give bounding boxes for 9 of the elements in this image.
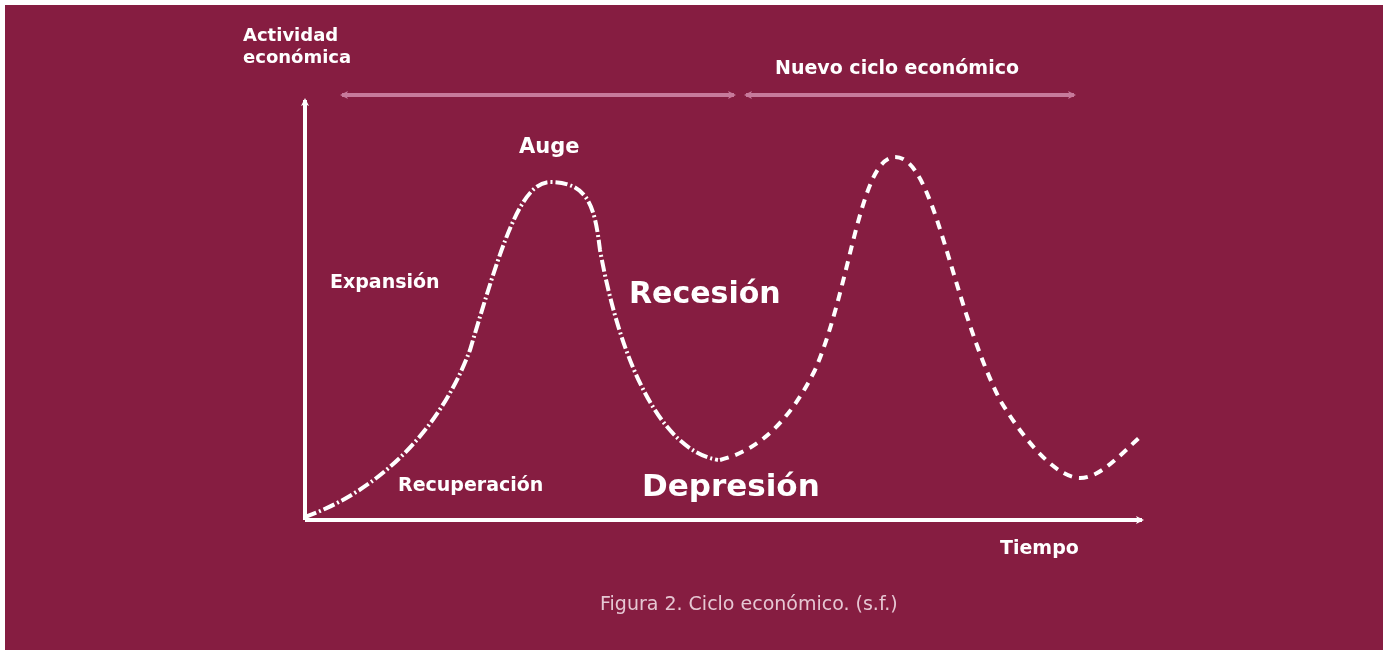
phase-label: Auge <box>519 134 580 160</box>
axis-label: Tiempo <box>1000 536 1079 559</box>
phase-label: Depresión <box>642 467 820 505</box>
figure-caption: Figura 2. Ciclo económico. (s.f.) <box>600 592 898 615</box>
axis-label: Actividad económica <box>243 24 353 68</box>
phase-label: Recesión <box>629 275 781 311</box>
phase-label: Expansión <box>330 270 440 293</box>
span-label: Nuevo ciclo económico <box>775 56 1019 79</box>
phase-label: Recuperación <box>398 473 544 496</box>
